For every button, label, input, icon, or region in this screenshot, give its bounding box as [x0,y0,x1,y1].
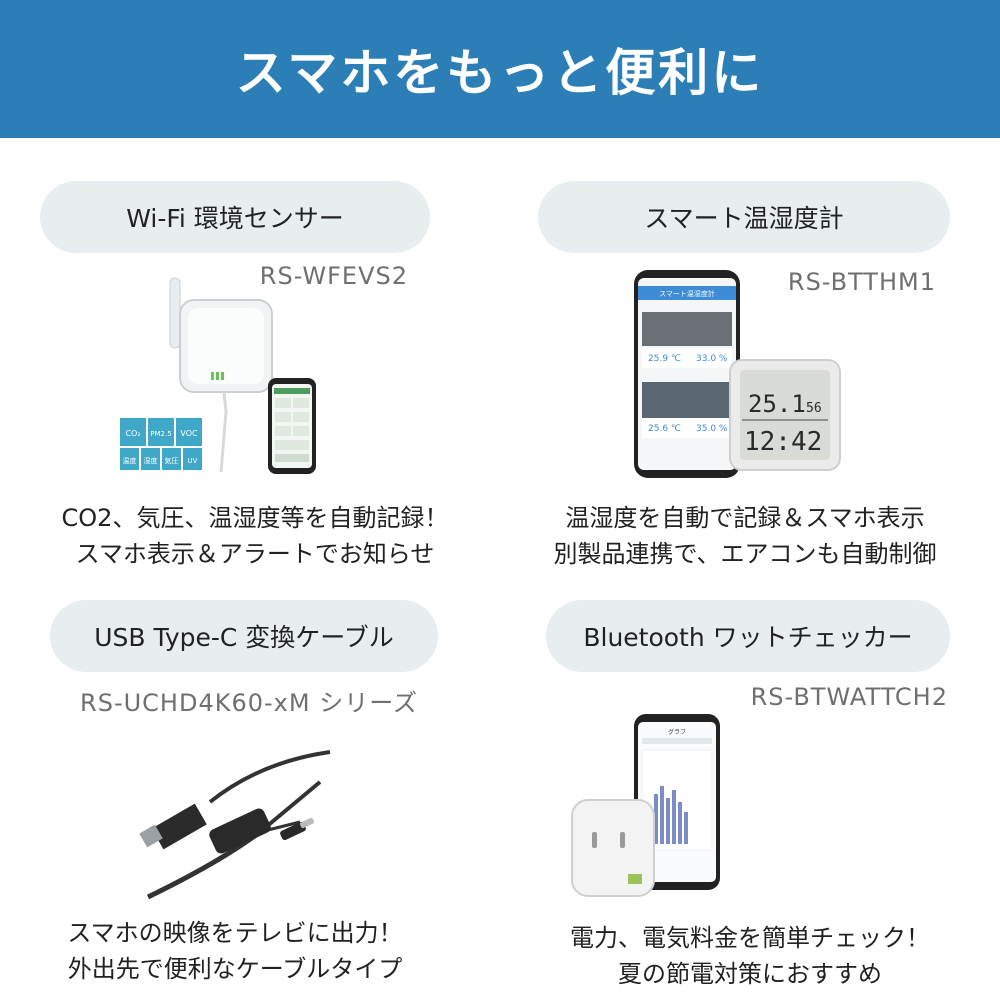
product-model: RS-BTTHM1 [787,268,936,296]
device-temp: 25.1 [748,390,806,418]
description-line-1: CO2、気圧、温湿度等を自動記録！ [61,504,449,532]
product-description: 温湿度を自動で記録＆スマホ表示 別製品連携で、エアコンも自動制御 [530,500,960,572]
header-banner: スマホをもっと便利に [0,0,1000,138]
badge-uv: UV [188,457,198,465]
usb-cable-image [139,750,331,900]
product-description: 電力、電気料金を簡単チェック！ 夏の節電対策におすすめ [540,920,960,992]
app-title: グラフ [668,728,686,736]
description-line-1: スマホの映像をテレビに出力！ [67,919,403,947]
badge-temp: 温度 [123,456,137,465]
device-time: 12:42 [744,427,822,457]
sensor-badges: CO₂ PM2.5 VOC 温度 湿度 気圧 UV [120,418,202,470]
description-line-2: 夏の節電対策におすすめ [618,960,882,988]
product-model: RS-UCHD4K60-xM シリーズ [80,689,418,717]
reading-humidity-2: 35.0 % [696,424,728,434]
wifi-sensor-image: CO₂ PM2.5 VOC 温度 湿度 気圧 UV [120,277,316,474]
description-line-2: 別製品連携で、エアコンも自動制御 [553,540,937,568]
product-name-pill: Wi-Fi 環境センサー [40,181,430,253]
product-name-pill: スマート温湿度計 [538,181,950,253]
description-line-1: 電力、電気料金を簡単チェック！ [570,924,930,952]
badge-pressure: 気圧 [165,456,179,465]
reading-temp-2: 25.6 ℃ [648,424,681,434]
app-title: スマート温湿度計 [659,289,715,298]
badge-co2: CO₂ [125,429,140,438]
watt-checker-image: グラフ [571,714,720,897]
product-model: RS-BTWATTCH2 [750,683,948,711]
product-model: RS-WFEVS2 [259,262,408,290]
device-humidity: 56 [806,401,822,416]
badge-voc: VOC [180,429,198,438]
reading-temp-1: 25.9 ℃ [648,354,681,364]
description-line-2: スマホ表示＆アラートでお知らせ [75,540,435,568]
product-description: CO2、気圧、温湿度等を自動記録！ スマホ表示＆アラートでお知らせ [40,500,470,572]
page-title: スマホをもっと便利に [235,44,765,102]
badge-humidity: 湿度 [144,456,158,465]
description-line-1: 温湿度を自動で記録＆スマホ表示 [565,504,925,532]
product-name-pill: Bluetooth ワットチェッカー [546,600,950,672]
product-description: スマホの映像をテレビに出力！ 外出先で便利なケーブルタイプ [20,915,450,987]
product-name-pill: USB Type-C 変換ケーブル [50,600,438,672]
reading-humidity-1: 33.0 % [696,354,728,364]
thermo-hygrometer-image: スマート温湿度計 25.9 ℃ 33.0 % 25.6 ℃ 35.0 % 25.… [634,270,841,478]
description-line-2: 外出先で便利なケーブルタイプ [67,955,403,983]
badge-pm25: PM2.5 [150,430,171,438]
